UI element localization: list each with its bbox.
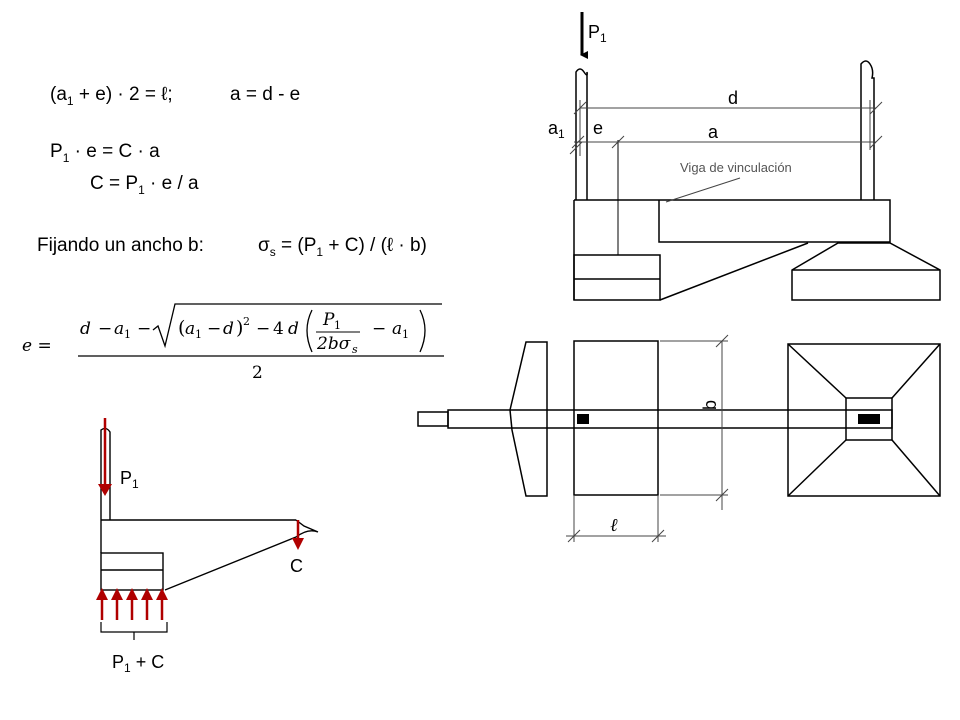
label-b: b [700,400,720,410]
formula-big-paren-right [419,309,426,353]
formula-n-minus2: − [137,319,151,339]
label-d: d [728,88,738,108]
plan-labels: b ℓ [610,400,720,536]
formula-r-a2-sub: 1 [402,328,409,341]
formula-r-a: a [185,319,195,339]
formula-n-d: d [80,319,91,339]
plan-view [417,340,941,497]
formula-r-paren-close: ) [236,317,243,339]
fbd-label-c: C [290,556,303,576]
fbd-bracket [100,622,168,633]
elevation-dimensions [569,100,883,203]
equation-1b: a = d - e [230,84,301,105]
label-e: e [593,118,603,138]
formula-r-minus3: − [372,319,386,339]
formula-e: e = d − a 1 − ( a 1 − d ) 2 − 4 d P 1 2b… [22,303,444,383]
formula-f-den: 2bσ [316,334,351,354]
fbd-soil-reactions [96,588,168,620]
equation-4-stress: σs = (P1 + C) / (ℓ · b) [258,235,427,259]
plan-tie-beam [447,409,893,429]
fbd-footing [100,552,164,591]
formula-r-four: 4 [273,319,284,339]
label-a: a [708,122,719,142]
formula-r-a2: a [392,319,402,339]
plan-left-column [577,414,589,424]
right-column [860,60,875,200]
elevation-labels: P1 d a1 e a Viga de vinculación [548,22,792,175]
plan-right-footing [787,343,941,497]
label-l: ℓ [610,515,618,536]
plan-left-footing [573,340,659,496]
fbd-beam [164,519,319,591]
formula-r-a-sub: 1 [195,328,202,341]
fbd-label-reaction: P1 + C [112,652,164,675]
formula-big-paren-left [306,309,313,353]
free-body-view [100,427,319,640]
formula-r-d2: d [288,319,299,339]
equation-1: (a1 + e) · 2 = ℓ; [50,84,173,108]
fbd-label-p1: P1 [120,468,139,491]
formula-n-minus1: − [98,319,112,339]
formula-f-num-sub: 1 [334,319,341,332]
formula-n-a-sub: 1 [124,328,131,341]
equation-2: P1 · e = C · a [50,141,160,165]
label-a1: a1 [548,118,565,141]
formula-lhs: e = [22,336,52,356]
formula-r-d: d [223,319,234,339]
formula-r-sq: 2 [243,315,250,328]
right-footing [791,242,941,301]
formula-f-den-sub: s [352,343,358,356]
plan-dimensions [566,334,729,543]
plan-stub [417,411,449,427]
formula-radical [152,303,442,349]
fbd-labels: P1 C P1 + C [112,468,303,675]
elevation-view [573,12,941,301]
plan-left-wing [509,341,548,497]
formula-r-paren-open: ( [178,317,185,339]
left-column [575,68,588,200]
equation-4: Fijando un ancho b: [37,235,204,256]
beam-slope [659,242,809,301]
formula-r-minus2: − [256,319,270,339]
left-footing [573,254,661,301]
formula-r-minus: − [207,319,221,339]
equation-3: C = P1 · e / a [90,173,199,197]
plan-right-column [858,414,880,424]
label-beam: Viga de vinculación [680,160,792,175]
tie-beam [574,199,891,243]
formula-f-num-p: P [322,310,335,330]
formula-n-a: a [114,319,124,339]
formula-denominator: 2 [252,363,263,383]
label-p1: P1 [588,22,607,45]
fbd-arrows [96,418,304,620]
